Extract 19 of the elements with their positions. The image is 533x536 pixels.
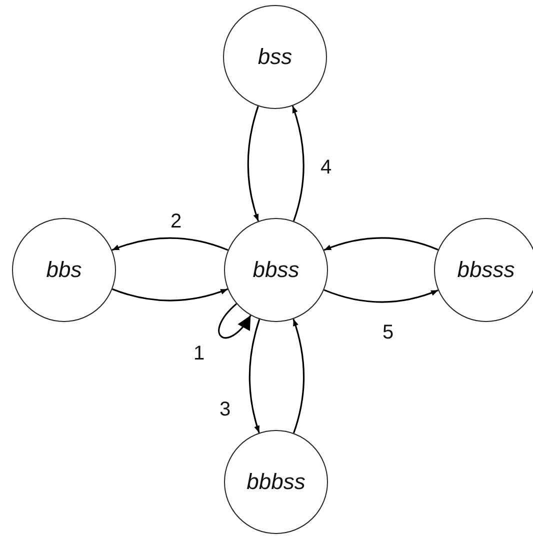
arrow <box>112 288 228 302</box>
arrow <box>292 318 305 434</box>
arrow <box>324 237 438 251</box>
transition-number: 2 <box>170 210 182 234</box>
state-label: bbsss <box>457 257 515 283</box>
arrow <box>247 106 260 222</box>
transition-number: 3 <box>219 398 231 422</box>
arrow <box>112 237 228 251</box>
arrow <box>324 289 438 303</box>
state-label: bbs <box>46 257 82 283</box>
arrow <box>292 106 304 222</box>
state-label: bbss <box>252 257 300 283</box>
loop-arrow <box>218 303 252 339</box>
transition-number: 5 <box>382 322 394 344</box>
state-label: bss <box>258 44 292 70</box>
transition-number: 4 <box>320 156 332 180</box>
transition-number: 1 <box>193 342 205 366</box>
arrow <box>248 319 260 434</box>
state-label: bbbss <box>246 469 306 495</box>
